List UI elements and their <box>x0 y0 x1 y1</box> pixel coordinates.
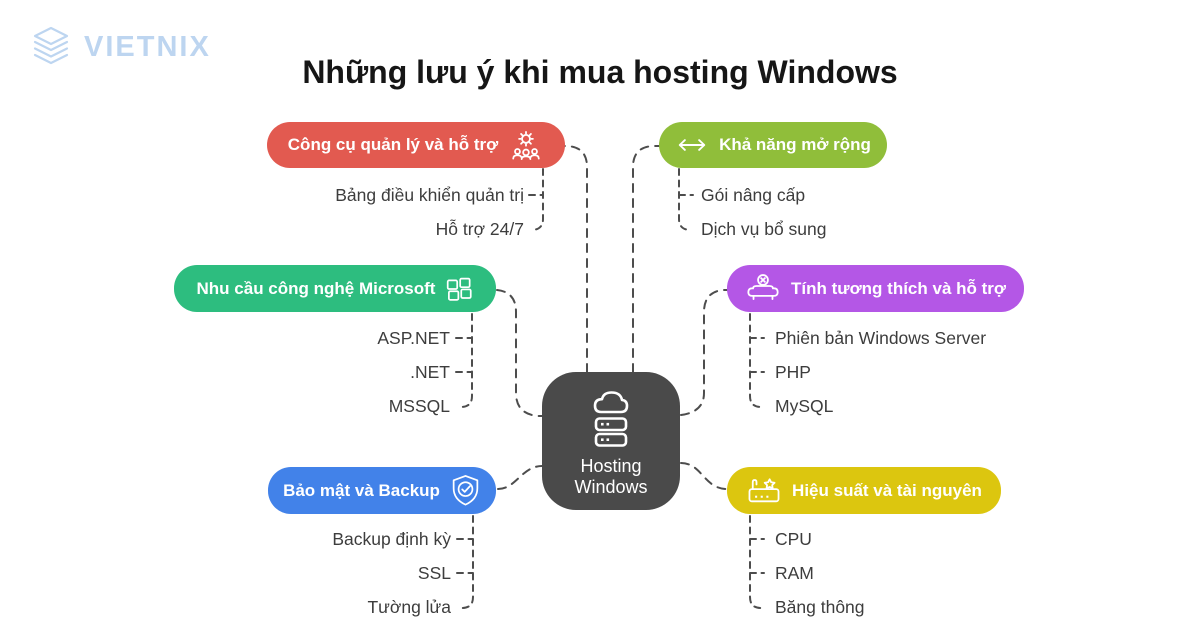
branch-microsoft-tech-label: Nhu cầu công nghệ Microsoft <box>196 278 436 298</box>
sofa-face-icon <box>747 274 779 301</box>
child-ram: RAM <box>775 563 814 583</box>
child-ssl: SSL <box>417 563 451 583</box>
page-title: Những lưu ý khi mua hosting Windows <box>302 54 898 90</box>
branch-management: Công cụ quản lý và hỗ trợ <box>267 122 565 168</box>
branch-microsoft-tech: Nhu cầu công nghệ Microsoft <box>174 265 496 312</box>
center-label-line2: Windows <box>574 476 648 497</box>
child-periodic-backup: Backup định kỳ <box>332 529 451 549</box>
child-windows-server-version: Phiên bản Windows Server <box>775 328 987 348</box>
spine-microsoft-children <box>455 313 473 408</box>
connector-center-to-scalability <box>632 145 660 373</box>
connector-center-to-performance <box>680 462 728 490</box>
center-label-line1: Hosting <box>580 455 642 476</box>
windows-logo-icon <box>447 277 473 301</box>
child-mysql: MySQL <box>775 396 834 416</box>
branch-scalability-label: Khả năng mở rộng <box>719 135 871 154</box>
child-control-panel: Bảng điều khiển quản trị <box>335 185 524 205</box>
branch-management-label: Công cụ quản lý và hỗ trợ <box>287 135 499 154</box>
child-upgrade-packages: Gói nâng cấp <box>701 185 806 205</box>
connector-center-to-management <box>562 145 588 373</box>
child-dotnet: .NET <box>410 362 450 382</box>
vietnix-logo-icon <box>33 26 69 65</box>
child-mssql: MSSQL <box>388 396 450 416</box>
branch-security-label: Bảo mật và Backup <box>283 480 440 500</box>
horizontal-arrows-icon <box>678 139 706 151</box>
vietnix-logo-text: VIETNIX <box>84 30 211 63</box>
spine-management-children <box>528 168 544 231</box>
child-additional-services: Dịch vụ bổ sung <box>701 219 827 239</box>
child-firewall: Tường lửa <box>367 597 451 617</box>
child-php: PHP <box>775 362 811 382</box>
child-cpu: CPU <box>775 529 812 549</box>
branch-compatibility: Tính tương thích và hỗ trợ <box>727 265 1024 312</box>
shield-check-icon <box>452 475 479 506</box>
branch-performance-label: Hiệu suất và tài nguyên <box>792 480 982 500</box>
spine-security-children <box>456 515 474 609</box>
branch-performance: Hiệu suất và tài nguyên <box>727 467 1001 514</box>
child-aspnet: ASP.NET <box>377 328 450 348</box>
gear-team-icon <box>512 130 540 160</box>
child-bandwidth: Băng thông <box>775 597 865 617</box>
spine-performance-children <box>749 515 765 609</box>
vietnix-logo: VIETNIX <box>28 24 211 70</box>
child-support-247: Hỗ trợ 24/7 <box>435 219 524 239</box>
branch-scalability: Khả năng mở rộng <box>659 122 887 168</box>
connector-center-to-compatibility <box>680 289 728 416</box>
spine-compatibility-children <box>749 313 765 408</box>
branch-security: Bảo mật và Backup <box>268 467 496 514</box>
connector-microsoft-to-center <box>496 289 543 417</box>
factory-star-icon <box>748 477 780 502</box>
center-node-hosting-windows: Hosting Windows <box>542 372 680 510</box>
connector-security-to-center <box>497 465 543 490</box>
cloud-server-icon <box>593 390 629 447</box>
branch-compatibility-label: Tính tương thích và hỗ trợ <box>791 278 1006 298</box>
spine-scalability-children <box>678 168 694 231</box>
